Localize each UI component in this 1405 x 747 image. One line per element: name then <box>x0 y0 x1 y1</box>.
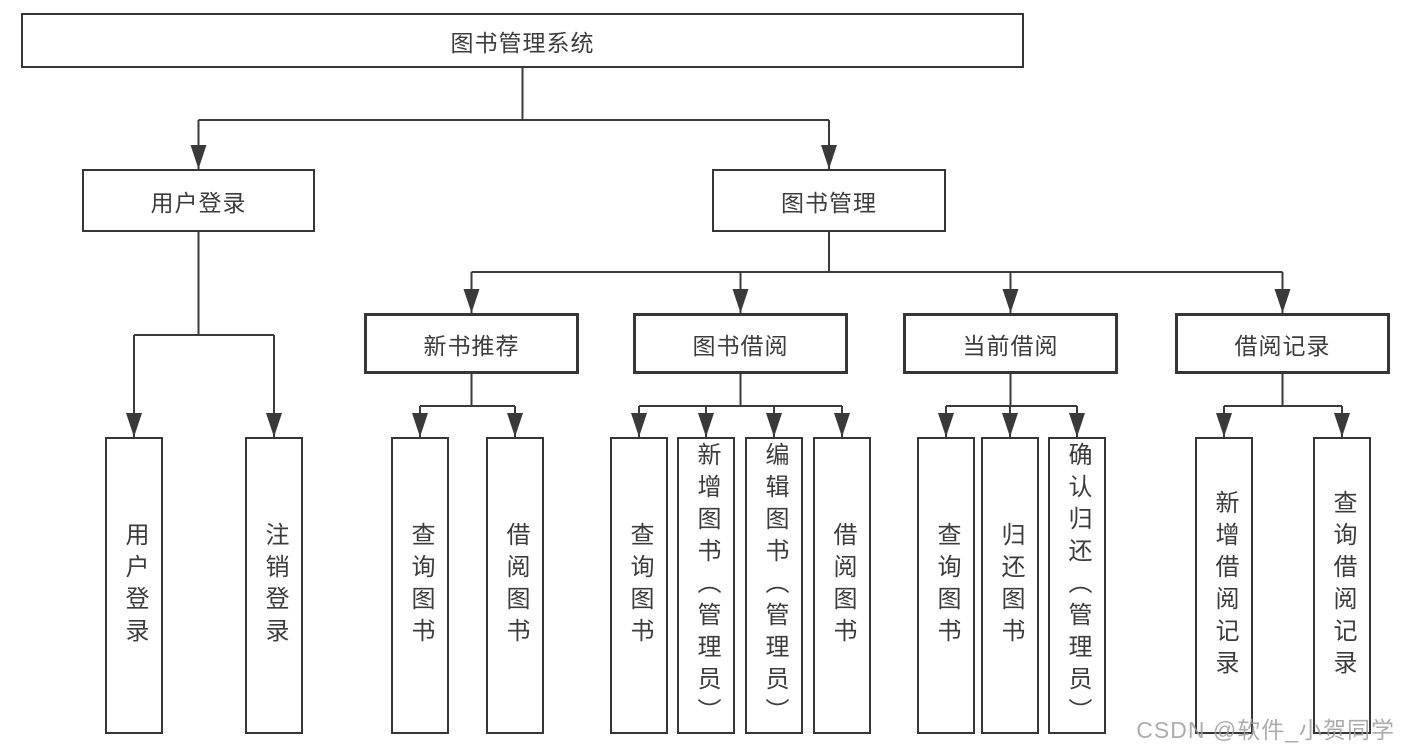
leaf-add-borrow-record: 新增借阅记录 <box>1195 437 1253 734</box>
leaf-borrow-books-2-label: 借阅图书 <box>829 521 856 650</box>
leaf-add-borrow-record-label: 新增借阅记录 <box>1211 489 1238 682</box>
leaf-query-books-3-label: 查询图书 <box>933 521 960 650</box>
node-new-book-recommend-label: 新书推荐 <box>423 332 520 359</box>
node-book-borrow: 图书借阅 <box>633 313 848 374</box>
node-borrow-records-label: 借阅记录 <box>1234 332 1331 359</box>
leaf-user-login: 用户登录 <box>105 437 163 734</box>
node-current-borrow-label: 当前借阅 <box>962 332 1059 359</box>
leaf-confirm-return-admin-label: 确认归还（管理员） <box>1064 441 1091 730</box>
leaf-confirm-return-admin: 确认归还（管理员） <box>1048 437 1106 734</box>
node-book-borrow-label: 图书借阅 <box>692 332 789 359</box>
leaf-logout: 注销登录 <box>245 437 303 734</box>
leaf-query-books-1-label: 查询图书 <box>407 521 434 650</box>
node-user-login-label: 用户登录 <box>150 189 247 216</box>
node-library-system-label: 图书管理系统 <box>450 29 595 56</box>
node-user-login: 用户登录 <box>82 169 315 232</box>
leaf-query-borrow-record-label: 查询借阅记录 <box>1329 489 1356 682</box>
leaf-logout-label: 注销登录 <box>261 521 288 650</box>
leaf-user-login-label: 用户登录 <box>121 521 148 650</box>
node-book-management: 图书管理 <box>712 169 946 232</box>
leaf-borrow-books-1-label: 借阅图书 <box>502 521 529 650</box>
leaf-return-book-label: 归还图书 <box>997 521 1024 650</box>
leaf-query-books-3: 查询图书 <box>917 437 975 734</box>
leaf-add-book-admin-label: 新增图书（管理员） <box>693 441 720 730</box>
leaf-query-borrow-record: 查询借阅记录 <box>1313 437 1371 734</box>
leaf-edit-book-admin-label: 编辑图书（管理员） <box>761 441 788 730</box>
leaf-query-books-2: 查询图书 <box>610 437 668 734</box>
leaf-add-book-admin: 新增图书（管理员） <box>677 437 735 734</box>
node-new-book-recommend: 新书推荐 <box>364 313 579 374</box>
node-library-system: 图书管理系统 <box>21 13 1024 68</box>
leaf-return-book: 归还图书 <box>981 437 1039 734</box>
node-book-management-label: 图书管理 <box>781 189 877 216</box>
leaf-edit-book-admin: 编辑图书（管理员） <box>745 437 803 734</box>
node-current-borrow: 当前借阅 <box>903 313 1118 374</box>
leaf-borrow-books-2: 借阅图书 <box>813 437 871 734</box>
csdn-watermark: CSDN @软件_小贺同学 <box>1136 717 1395 743</box>
node-borrow-records: 借阅记录 <box>1175 313 1390 374</box>
leaf-borrow-books-1: 借阅图书 <box>486 437 544 734</box>
leaf-query-books-2-label: 查询图书 <box>626 521 653 650</box>
leaf-query-books-1: 查询图书 <box>391 437 449 734</box>
